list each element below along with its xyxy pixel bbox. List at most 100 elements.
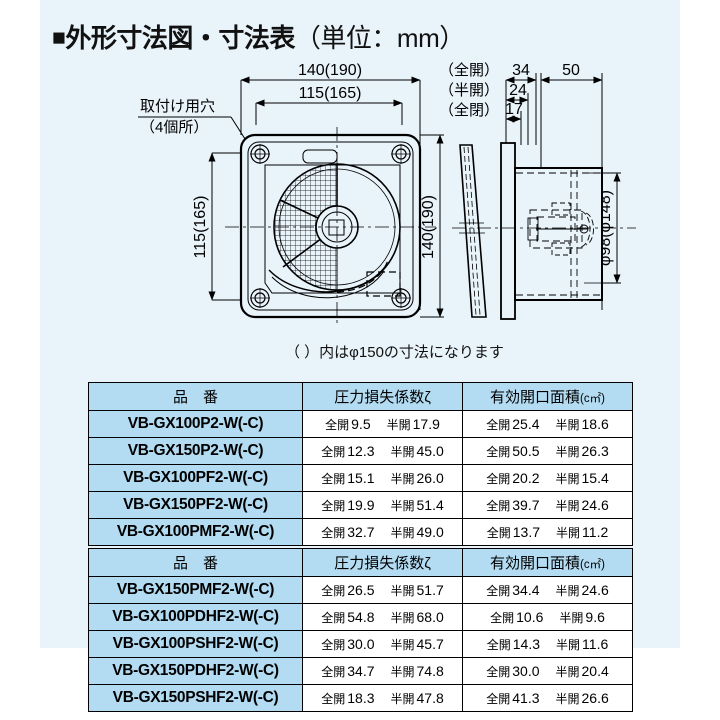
- dim-closed-label: （全閉）: [439, 101, 499, 119]
- label-full-open: 全開: [486, 637, 511, 652]
- drawing-note: （ ）内はφ150の寸法になります: [285, 344, 504, 361]
- cell-model: VB-GX100PMF2-W(-C): [88, 518, 303, 546]
- dim-front-inner-height: [208, 152, 240, 301]
- label-full-open: 全開: [486, 444, 511, 459]
- header-area-unit: (c㎡): [580, 393, 605, 405]
- cell-model: VB-GX150PSHF2-W(-C): [88, 684, 303, 712]
- value-area-full-open: 30.0: [512, 662, 540, 679]
- value-zeta-half-open: 45.7: [416, 635, 444, 652]
- label-half-open: 半開: [555, 498, 580, 513]
- header-area-text: 有効開口面積: [490, 555, 581, 572]
- header-zeta: 圧力損失係数ζ: [302, 382, 463, 411]
- label-full-open: 全開: [321, 498, 346, 513]
- label-half-open: 半開: [390, 498, 415, 513]
- mounting-hole: [250, 288, 270, 308]
- label-half-open: 半開: [390, 525, 415, 540]
- dim-front-height: [420, 134, 444, 318]
- callout-line2: （4個所）: [140, 119, 208, 136]
- dim-front-inner-width: [255, 99, 403, 125]
- value-area-half-open: 9.6: [585, 608, 605, 625]
- label-half-open: 半開: [555, 583, 580, 598]
- value-area-half-open: 11.6: [582, 635, 609, 652]
- label-half-open: 半開: [556, 525, 581, 540]
- cell-model: VB-GX150PDHF2-W(-C): [88, 657, 303, 685]
- shutter-open-dashed: [336, 259, 401, 297]
- label-half-open: 半開: [390, 664, 415, 679]
- dim-closed: [505, 111, 522, 145]
- value-zeta-full-open: 54.8: [347, 608, 375, 625]
- shutter-arc: [268, 263, 388, 299]
- label-full-open: 全開: [486, 664, 511, 679]
- label-full-open: 全開: [325, 417, 350, 432]
- cell-model: VB-GX100PDHF2-W(-C): [88, 603, 303, 631]
- label-half-open: 半開: [390, 444, 415, 459]
- callout-line1: 取付け用穴: [140, 98, 215, 115]
- label-half-open: 半開: [556, 637, 581, 652]
- label-half-open: 半開: [390, 691, 415, 706]
- dim-half-open-value: 24: [509, 82, 527, 99]
- header-model: 品 番: [88, 548, 303, 577]
- dim-full-open-label: （全開）: [439, 61, 499, 79]
- dim-front-inner-height-label: 115(165): [192, 196, 209, 259]
- cell-model: VB-GX100P2-W(-C): [88, 410, 303, 438]
- louver-blade: [459, 144, 487, 318]
- cell-model: VB-GX100PSHF2-W(-C): [88, 630, 303, 658]
- label-half-open: 半開: [559, 610, 584, 625]
- label-half-open: 半開: [386, 417, 411, 432]
- label-full-open: 全開: [486, 471, 511, 486]
- value-zeta-half-open: 68.0: [416, 608, 444, 625]
- label-full-open: 全開: [486, 498, 511, 513]
- label-full-open: 全開: [486, 583, 511, 598]
- dim-front-inner-width-label: 115(165): [299, 85, 362, 102]
- side-view: [452, 142, 636, 320]
- value-area-half-open: 20.4: [581, 662, 609, 679]
- label-full-open: 全開: [321, 444, 346, 459]
- value-zeta-half-open: 17.9: [412, 415, 440, 432]
- value-area-full-open: 39.7: [512, 496, 540, 513]
- title-text: 外形寸法図・寸法表: [65, 23, 295, 53]
- value-area-half-open: 26.6: [581, 689, 609, 706]
- mounting-hole: [391, 144, 411, 164]
- front-view: [225, 127, 436, 327]
- cell-model: VB-GX150P2-W(-C): [88, 437, 303, 465]
- label-half-open: 半開: [390, 637, 415, 652]
- label-half-open: 半開: [390, 471, 415, 486]
- dim-full-open: [505, 73, 537, 145]
- label-full-open: 全開: [321, 691, 346, 706]
- value-area-half-open: 24.6: [581, 581, 609, 598]
- value-zeta-full-open: 34.7: [347, 662, 375, 679]
- value-area-half-open: 24.6: [581, 496, 609, 513]
- cell-model: VB-GX100PF2-W(-C): [88, 464, 303, 492]
- title-unit: （単位：mm）: [294, 23, 465, 53]
- dim-full-open-value: 34: [512, 62, 530, 79]
- label-half-open: 半開: [555, 691, 580, 706]
- page-title: ■外形寸法図・寸法表（単位：mm）: [52, 18, 465, 55]
- value-zeta-full-open: 9.5: [351, 415, 371, 432]
- header-zeta: 圧力損失係数ζ: [302, 548, 463, 577]
- value-area-half-open: 26.3: [581, 442, 609, 459]
- value-zeta-full-open: 12.3: [347, 442, 375, 459]
- header-area-text: 有効開口面積: [490, 389, 581, 406]
- label-half-open: 半開: [555, 417, 580, 432]
- motor-assembly: [527, 202, 594, 256]
- header-area-unit: (c㎡): [580, 559, 605, 571]
- value-zeta-half-open: 49.0: [416, 523, 444, 540]
- value-zeta-half-open: 74.8: [416, 662, 444, 679]
- header-area: 有効開口面積(c㎡): [462, 382, 633, 411]
- value-area-full-open: 13.7: [512, 523, 541, 540]
- label-full-open: 全開: [490, 610, 515, 625]
- value-zeta-full-open: 26.5: [347, 581, 375, 598]
- value-zeta-full-open: 30.0: [347, 635, 375, 652]
- header-area: 有効開口面積(c㎡): [462, 548, 633, 577]
- value-area-full-open: 34.4: [512, 581, 540, 598]
- cell-model: VB-GX150PMF2-W(-C): [88, 576, 303, 604]
